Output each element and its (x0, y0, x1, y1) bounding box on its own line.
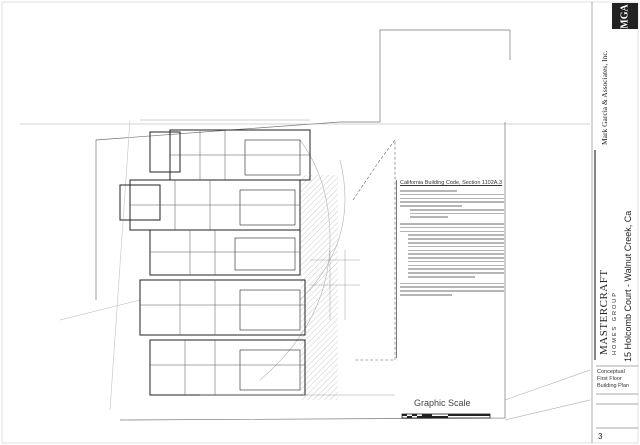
building-code-notes: California Building Code, Section 1102A.… (396, 180, 504, 358)
brand-subtitle: HOMES GROUP (612, 291, 618, 355)
interior-walls (130, 130, 310, 395)
graphic-scale-bar (401, 413, 491, 419)
setback-line (352, 139, 396, 361)
brand-name: MASTERCRAFT (598, 269, 610, 355)
graphic-scale-title: Graphic Scale (414, 398, 471, 408)
unit-5 (149, 339, 306, 396)
dimension-lines (140, 119, 395, 396)
sheet-title: Conceptual First Floor Building Plan (597, 369, 630, 389)
walkway-hatch (300, 175, 338, 400)
notes-body (400, 190, 504, 296)
property-lines (20, 29, 591, 421)
unit-3 (149, 229, 301, 276)
firm-logo: MGA (612, 3, 638, 29)
unit-4 (139, 279, 306, 336)
firm-name: Mark Garcia & Associates, Inc. (600, 50, 609, 145)
sheet-number: 3 (598, 432, 603, 441)
notes-title: California Building Code, Section 1102A.… (400, 180, 503, 186)
project-address: 15 Holcomb Court - Walnut Creek, Ca (623, 210, 633, 362)
